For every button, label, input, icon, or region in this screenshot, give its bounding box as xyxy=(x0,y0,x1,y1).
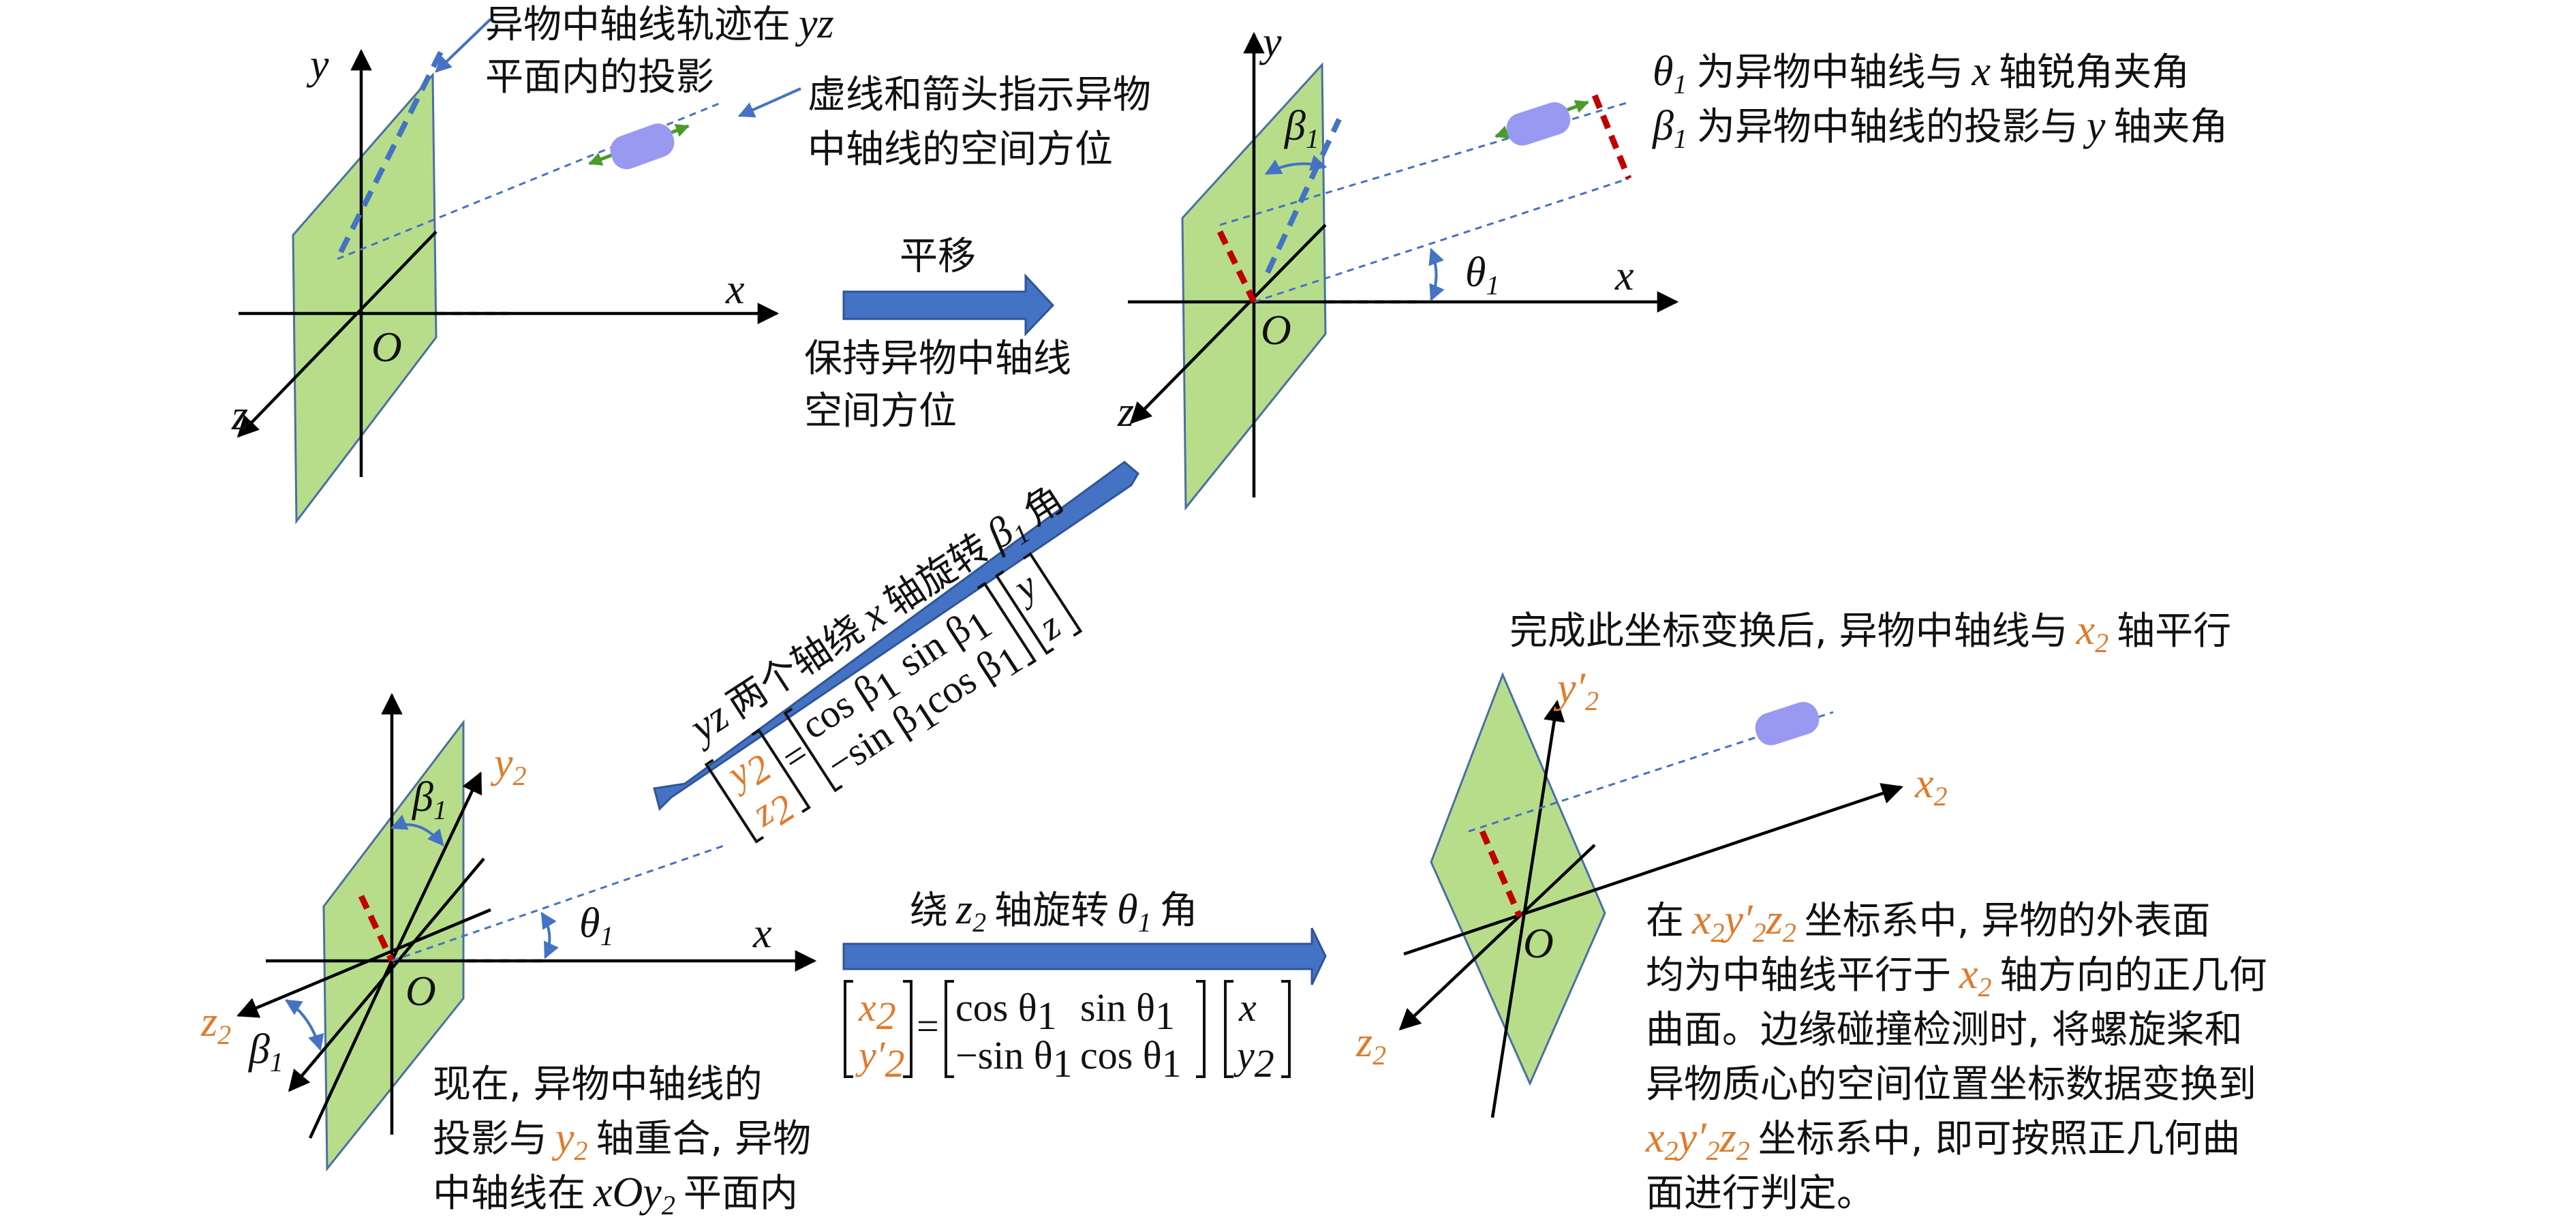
theta-v-top: x xyxy=(1238,985,1257,1030)
label-origin-2: O xyxy=(1261,307,1291,354)
beta-arc-3 xyxy=(390,814,444,846)
theta-lhs-top: x2 xyxy=(858,985,896,1038)
rotation-matrix-theta: x2 y′2 = cos θ1 sin θ1 −sin θ1 cos θ1 x … xyxy=(844,980,1291,1086)
translate-arrow xyxy=(842,273,1055,337)
beta-equals: = xyxy=(774,731,817,780)
callout-projection-line2: 平面内的投影 xyxy=(485,55,714,99)
red-projection-segment-3 xyxy=(358,895,395,962)
label-origin-4: O xyxy=(1523,921,1554,967)
foreign-object-capsule-2 xyxy=(1506,102,1571,146)
callout-arrow-direction xyxy=(737,87,801,118)
theta-m22: cos θ1 xyxy=(1080,1033,1182,1086)
label-z-2: z xyxy=(1117,389,1134,435)
theta-m12: sin θ1 xyxy=(1080,985,1175,1038)
label-origin: O xyxy=(371,324,402,371)
x2-axis-4 xyxy=(1403,783,1903,956)
step-2-rotate-x: yz两个轴绕x轴旋转β1角 y2 z2 = cos β1 sin β1 −sin… xyxy=(653,461,1139,844)
projection-dashed-line-2 xyxy=(1265,118,1342,274)
z2-axis-4 xyxy=(1398,844,1596,1031)
foreign-object-capsule xyxy=(610,123,675,170)
theta-lhs-bot: y′2 xyxy=(855,1033,904,1086)
red-projection-segment-4 xyxy=(1479,830,1523,918)
theta-arc-3 xyxy=(540,911,559,960)
y2-axis-tail-3 xyxy=(308,960,394,1139)
theta-m21: −sin θ1 xyxy=(955,1033,1073,1086)
yz-plane xyxy=(292,72,438,525)
label-z2-4: z2 xyxy=(1355,1019,1386,1071)
label-beta-3b: β1 xyxy=(248,1026,283,1077)
z2-axis-3 xyxy=(236,908,491,1018)
label-y: y xyxy=(306,42,329,88)
label-origin-3: O xyxy=(405,968,436,1015)
theta-m11: cos θ1 xyxy=(955,985,1057,1038)
label-x2-4: x2 xyxy=(1914,761,1948,812)
label-beta-2: β1 xyxy=(1284,103,1319,154)
translate-desc-line1: 保持异物中轴线 xyxy=(804,337,1071,381)
callout-direction-line2: 中轴线的空间方位 xyxy=(808,127,1113,172)
label-z2-3: z2 xyxy=(200,999,231,1050)
theta-arc-2 xyxy=(1428,247,1445,302)
callout-arrow-projection xyxy=(435,18,492,73)
label-y2p-4: y′2 xyxy=(1553,665,1599,716)
label-y2-3: y2 xyxy=(490,740,527,791)
foreign-object-capsule-4 xyxy=(1755,702,1820,746)
beta-arc-2 xyxy=(1264,155,1328,175)
axis-direction-dashed-line-3 xyxy=(391,844,726,962)
panel4-note-line3: 曲面。边缘碰撞检测时, 将螺旋桨和 xyxy=(1646,1008,2243,1052)
panel3-note-line1: 现在, 异物中轴线的 xyxy=(433,1062,763,1107)
label-z: z xyxy=(231,393,248,439)
label-y-2: y xyxy=(1259,19,1282,65)
panel4-note-line6: 面进行判定。 xyxy=(1646,1171,1875,1216)
callout-direction-line1: 虚线和箭头指示异物 xyxy=(808,73,1151,117)
theta-v-bot: y2 xyxy=(1233,1033,1274,1086)
rotate-x-arrow xyxy=(653,461,1139,811)
label-x-3: x xyxy=(752,910,772,957)
theta-equals: = xyxy=(917,1004,939,1048)
beta-v-top: y xyxy=(1003,563,1045,611)
projection-dashed-line xyxy=(338,46,446,254)
rotate-z-arrow xyxy=(842,927,1327,985)
axis-parallel-dashed-line-2 xyxy=(1253,177,1629,303)
translate-desc-line2: 空间方位 xyxy=(804,389,957,433)
red-object-projection-2 xyxy=(1591,94,1632,180)
beta-arc-3b xyxy=(284,999,324,1052)
label-theta-2: θ1 xyxy=(1465,249,1499,301)
step-1-translate: 平移 保持异物中轴线 空间方位 xyxy=(804,234,1071,433)
z-axis xyxy=(236,230,438,438)
y2-axis-3 xyxy=(390,771,482,962)
red-projection-segment-2 xyxy=(1216,230,1257,303)
translate-title: 平移 xyxy=(900,234,976,279)
panel4-note-line4: 异物质心的空间位置坐标数据变换到 xyxy=(1646,1062,2256,1107)
beta-v-bot: z xyxy=(1030,603,1068,649)
label-x-2: x xyxy=(1614,253,1634,299)
label-theta-3: θ1 xyxy=(579,900,613,951)
label-beta-3: β1 xyxy=(412,774,447,825)
z-axis-2 xyxy=(1129,224,1327,425)
label-x: x xyxy=(725,266,745,313)
plane-4 xyxy=(1430,672,1606,1086)
